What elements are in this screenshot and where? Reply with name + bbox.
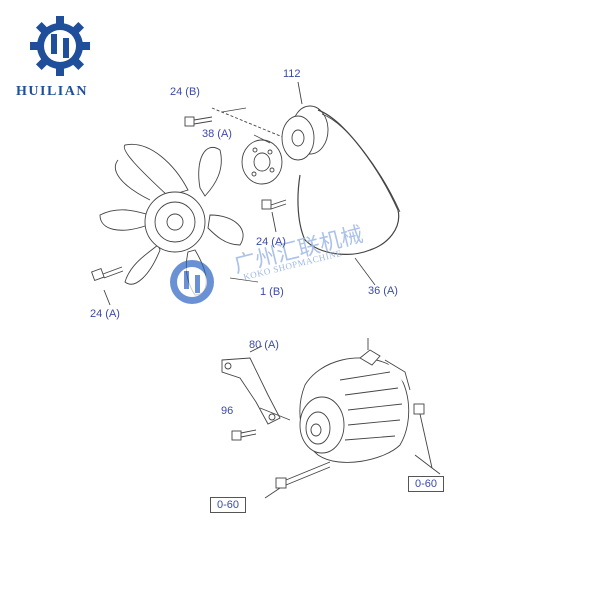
alternator: [299, 338, 411, 463]
bolt-24a-mid: [261, 199, 287, 233]
bracket-80a: [221, 345, 281, 425]
label-1b: 1 (B): [260, 286, 284, 298]
bolt-24a-left: [91, 266, 124, 306]
bolt-24b: [184, 107, 291, 141]
leader-lines: [221, 107, 291, 421]
label-112: 112: [283, 68, 301, 80]
spacer-38a: [241, 139, 283, 185]
bolt-96: [231, 429, 257, 441]
label-24a-mid: 24 (A): [256, 236, 286, 248]
box-0-60-right: 0-60: [408, 476, 445, 492]
watermark-logo: [170, 260, 214, 304]
label-24a-left: 24 (A): [90, 308, 120, 320]
v-belt-36a: [297, 109, 400, 255]
label-24b: 24 (B): [170, 86, 200, 98]
label-38a: 38 (A): [202, 128, 232, 140]
box-0-60-left: 0-60: [210, 497, 247, 513]
brand-name: HUILIAN: [16, 84, 88, 99]
label-96: 96: [221, 405, 234, 417]
label-80a: 80 (A): [249, 339, 279, 351]
cooling-fan: [99, 143, 244, 296]
huilian-logo: [30, 16, 90, 76]
bolt-right: [413, 403, 441, 475]
bolt-long: [264, 461, 331, 499]
label-36a: 36 (A): [368, 285, 398, 297]
pulley-112: [281, 81, 329, 161]
